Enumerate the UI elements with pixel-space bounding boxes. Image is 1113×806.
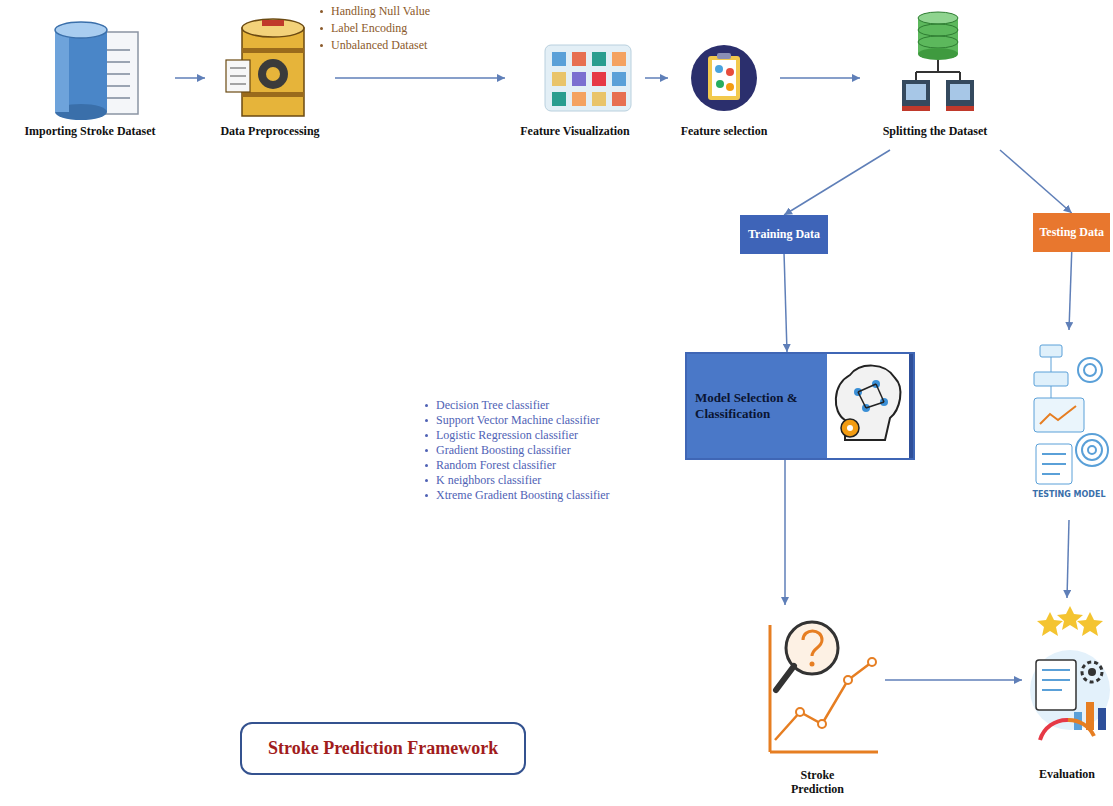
flow-arrow xyxy=(885,679,1022,681)
database-icon xyxy=(55,22,138,120)
bullet-dot xyxy=(425,464,428,467)
bullet-text: Gradient Boosting classifier xyxy=(436,443,571,457)
preprocessing-icon xyxy=(226,19,304,116)
bullet-item: Label Encoding xyxy=(320,21,407,35)
bullet-text: Xtreme Gradient Boosting classifier xyxy=(436,488,610,502)
visualization-icon xyxy=(545,45,631,111)
bullet-dot xyxy=(425,419,428,422)
bullet-text: Support Vector Machine classifier xyxy=(436,413,599,427)
bullet-item: Support Vector Machine classifier xyxy=(425,413,599,427)
step-caption: Splitting the Dataset xyxy=(860,125,1010,139)
bullet-text: Label Encoding xyxy=(331,21,407,35)
flow-arrow xyxy=(784,254,787,352)
bullet-item: Xtreme Gradient Boosting classifier xyxy=(425,488,610,502)
step-caption: Feature Visualization xyxy=(505,125,645,139)
bullet-dot xyxy=(425,434,428,437)
flow-arrow xyxy=(1067,520,1069,598)
step-caption: Feature selection xyxy=(668,125,780,139)
bullet-dot xyxy=(320,44,323,47)
flow-arrow xyxy=(175,77,205,79)
model-label: Model Selection & Classification xyxy=(687,390,823,423)
flow-arrow xyxy=(1069,252,1072,330)
bullet-dot xyxy=(425,479,428,482)
splitting-step: Splitting the Dataset xyxy=(860,10,1010,150)
selection-step: Feature selection xyxy=(668,10,780,150)
framework-title: Stroke Prediction Framework xyxy=(268,738,498,759)
bullet-text: Random Forest classifier xyxy=(436,458,556,472)
bullet-item: Gradient Boosting classifier xyxy=(425,443,571,457)
bullet-dot xyxy=(425,494,428,497)
flow-arrow xyxy=(335,77,505,79)
box-label: Training Data xyxy=(748,227,820,242)
flow-arrow xyxy=(784,150,890,215)
bullet-text: Decision Tree classifier xyxy=(436,398,549,412)
bullet-item: Unbalanced Dataset xyxy=(320,38,427,52)
bullet-item: Logistic Regression classifier xyxy=(425,428,578,442)
flow-arrow xyxy=(1000,150,1072,213)
flow-arrow xyxy=(780,77,860,79)
bullet-text: Logistic Regression classifier xyxy=(436,428,578,442)
evaluation-icon xyxy=(1030,606,1110,740)
step-caption: Evaluation xyxy=(1022,768,1112,782)
testing-model-step: TESTING MODEL xyxy=(1028,330,1110,520)
bullet-item: K neighbors classifier xyxy=(425,473,541,487)
bullet-text: Unbalanced Dataset xyxy=(331,38,427,52)
bullet-dot xyxy=(425,449,428,452)
prediction-icon xyxy=(770,622,878,752)
step-caption: Importing Stroke Dataset xyxy=(5,125,175,139)
flow-arrow xyxy=(784,460,786,605)
step-caption: TESTING MODEL xyxy=(1028,490,1110,499)
dataset-step: Importing Stroke Dataset xyxy=(5,10,175,150)
model-box: Model Selection & Classification xyxy=(685,352,915,460)
training-box: Training Data xyxy=(740,215,828,254)
bullet-item: Random Forest classifier xyxy=(425,458,556,472)
splitting-icon xyxy=(902,12,974,111)
bullet-text: K neighbors classifier xyxy=(436,473,541,487)
prediction-step: Stroke Prediction xyxy=(750,605,885,803)
evaluation-step: Evaluation xyxy=(1022,598,1112,798)
bullet-item: Decision Tree classifier xyxy=(425,398,549,412)
framework-box: Stroke Prediction Framework xyxy=(240,722,526,775)
flow-arrow xyxy=(645,77,668,79)
bullet-dot xyxy=(320,27,323,30)
preprocessing-step: Data Preprocessing xyxy=(205,10,335,150)
testing-icon xyxy=(1034,345,1108,484)
testing-box: Testing Data xyxy=(1033,213,1110,252)
bullet-dot xyxy=(320,10,323,13)
step-caption: Stroke Prediction xyxy=(778,769,858,797)
visualization-step: Feature Visualization xyxy=(505,10,645,150)
bullet-text: Handling Null Value xyxy=(331,4,430,18)
bullet-dot xyxy=(425,404,428,407)
selection-icon xyxy=(691,45,757,111)
bullet-item: Handling Null Value xyxy=(320,4,430,18)
box-label: Testing Data xyxy=(1039,225,1104,240)
step-caption: Data Preprocessing xyxy=(205,125,335,139)
